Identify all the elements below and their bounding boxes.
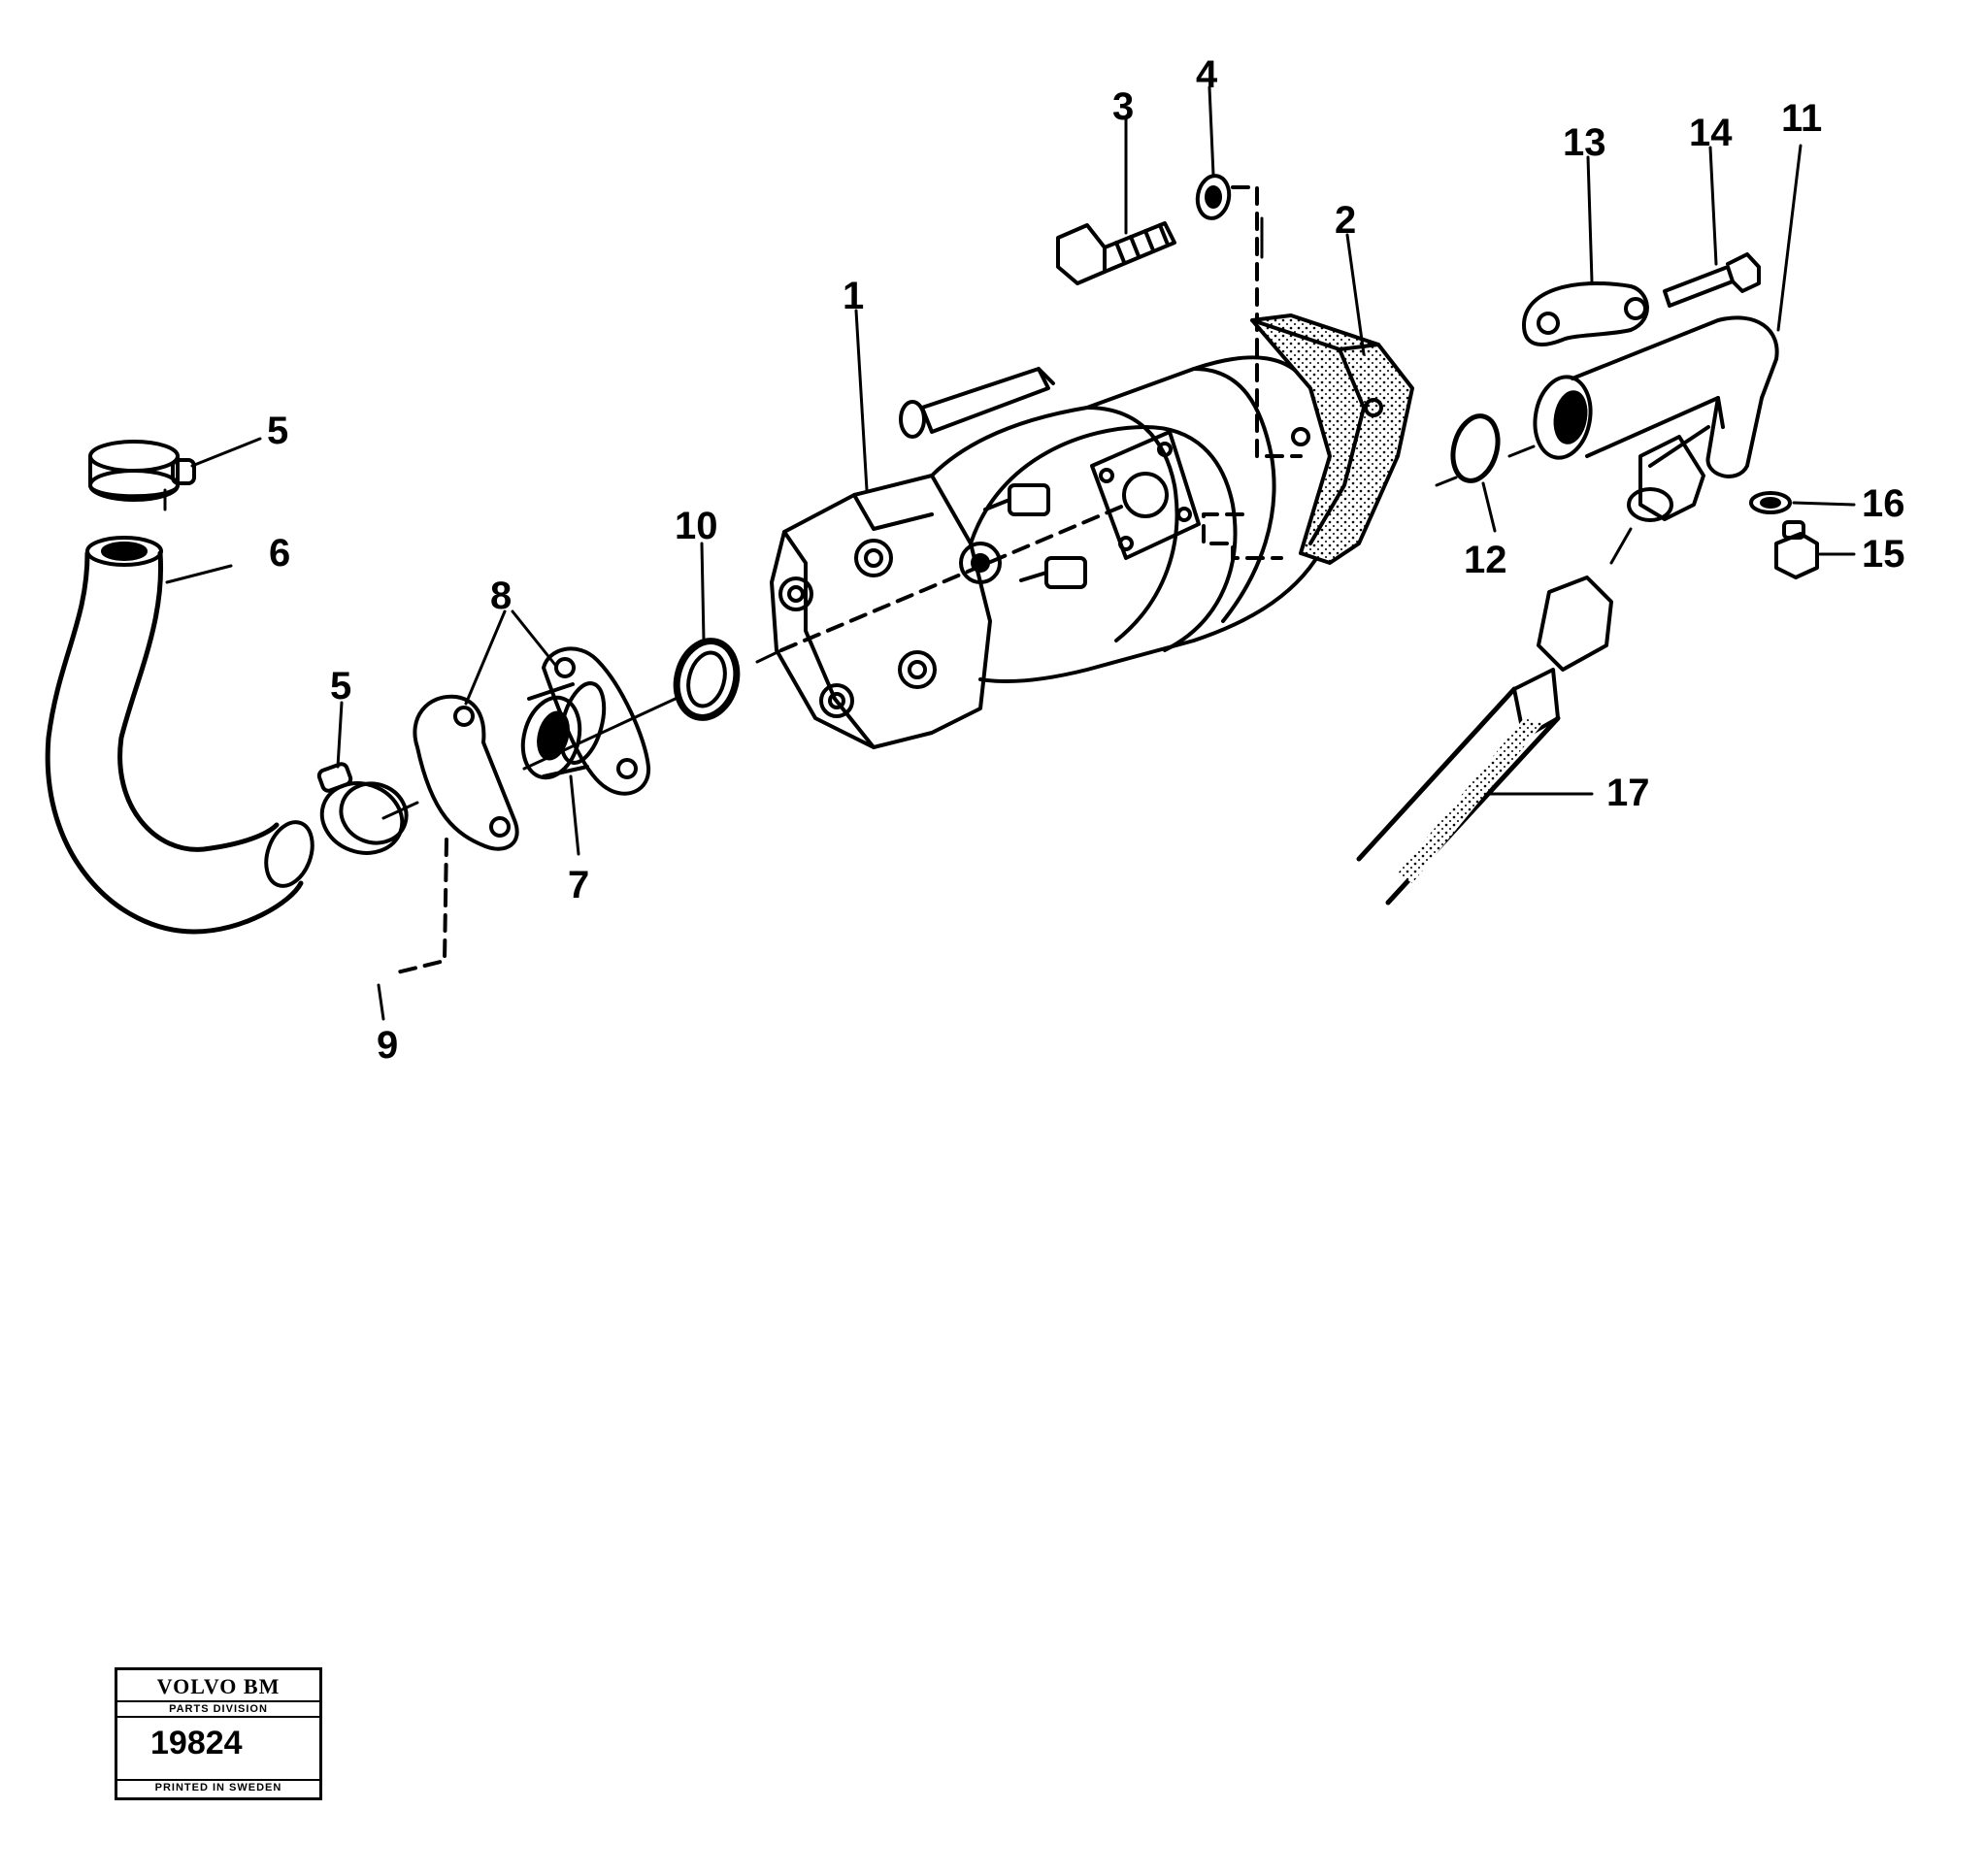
stamp-brand: VOLVO BM	[156, 1674, 281, 1698]
o-ring-inlet	[673, 638, 741, 721]
callout-5-bottom: 5	[330, 665, 351, 708]
callout-leader-lines	[165, 85, 1856, 1021]
callout-12: 12	[1464, 539, 1507, 581]
split-flange-halves	[413, 646, 651, 851]
callout-6: 6	[269, 532, 290, 575]
outlet-elbow-pipe	[1533, 315, 1779, 478]
volvo-bm-parts-stamp: VOLVO BM PARTS DIVISION 19824 PRINTED IN…	[115, 1667, 322, 1800]
callout-3: 3	[1112, 85, 1134, 128]
callout-7: 7	[568, 864, 589, 906]
callout-10: 10	[675, 505, 718, 547]
callout-14: 14	[1689, 112, 1733, 154]
flange-pipe-fitting	[520, 681, 607, 780]
callout-8: 8	[490, 575, 512, 617]
plug-washer	[1749, 491, 1792, 514]
hose-clamp-top	[88, 440, 196, 502]
hydraulic-pump	[770, 313, 1414, 749]
pressure-hose-assembly	[1356, 435, 1705, 905]
callout-17: 17	[1606, 772, 1650, 814]
callout-2: 2	[1335, 199, 1356, 242]
callout-16: 16	[1862, 482, 1905, 525]
drain-plug	[1774, 520, 1819, 579]
suction-hose	[45, 536, 314, 935]
washer-bolt	[1195, 174, 1232, 220]
callout-4: 4	[1196, 53, 1218, 96]
callout-13: 13	[1563, 121, 1606, 164]
callout-9: 9	[377, 1024, 398, 1067]
outlet-split-flange	[1522, 281, 1649, 346]
callout-5-top: 5	[267, 410, 288, 452]
stamp-illustration-number: 19824	[150, 1725, 243, 1761]
stamp-footer: PRINTED IN SWEDEN	[117, 1779, 319, 1795]
callout-labels: 1 2 3 4 5 6 5 8 7 9 10 12 13 14 11 16 15…	[267, 53, 1905, 1067]
callout-11: 11	[1781, 97, 1822, 140]
stamp-division: PARTS DIVISION	[117, 1700, 319, 1718]
callout-1: 1	[843, 275, 864, 317]
callout-15: 15	[1862, 533, 1905, 576]
mounting-bolt	[1056, 221, 1176, 285]
assembly-axis-lines	[163, 216, 1633, 820]
o-ring-outlet	[1450, 413, 1501, 483]
outlet-flange-bolt	[1663, 252, 1761, 308]
hose-clamp-bottom	[316, 762, 409, 855]
